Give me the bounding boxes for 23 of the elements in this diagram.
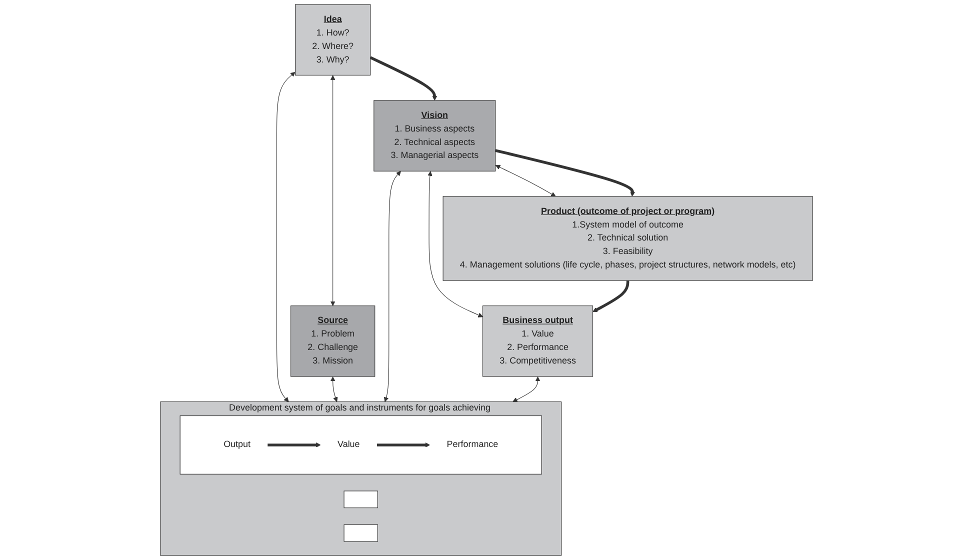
node-text: Output [224, 440, 251, 450]
arrow [512, 376, 540, 402]
node-box: Business output 1. Value 2. Performance 3. Competitiveness [482, 306, 594, 377]
node-box: Vision 1. Business aspects 2. Technical aspects 3. Managerial aspects [374, 100, 496, 172]
arrow [330, 75, 336, 306]
node-box: Idea 1. How? 2. Where? 3. Why? [295, 4, 371, 76]
node-text: Performance [446, 440, 498, 450]
cluster [180, 416, 542, 474]
node-box [344, 490, 378, 508]
arrow [370, 56, 438, 101]
arrow [330, 376, 338, 402]
arrow [495, 149, 636, 197]
arrow [384, 171, 401, 402]
arrow [276, 72, 296, 402]
arrow [428, 171, 483, 318]
arrow [267, 442, 321, 448]
arrow [592, 280, 630, 312]
node-box: Product (outcome of project or program) 1.System model of outcome 2. Technical solution 3. Feasibility 4. Management solutions (life cycle, phases, project structures, network models, etc) [442, 196, 813, 281]
arrow [376, 442, 430, 448]
node-box [344, 524, 378, 542]
arrow [495, 164, 556, 197]
node-box: Source 1. Problem 2. Challenge 3. Mission [290, 306, 376, 377]
node-text: Value [338, 440, 360, 450]
